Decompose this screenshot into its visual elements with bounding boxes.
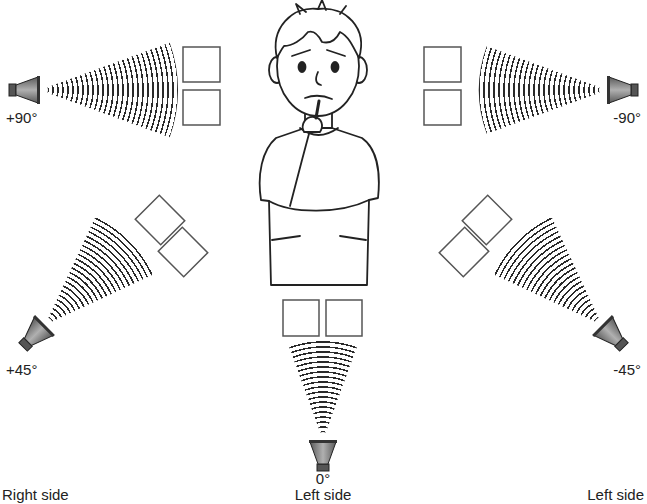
sound-waves xyxy=(479,46,600,134)
angle-label: -45° xyxy=(613,362,641,379)
angle-label: +45° xyxy=(6,362,37,379)
side-label: Left side xyxy=(587,487,644,504)
angle-label: 0° xyxy=(316,471,330,488)
side-label: Right side xyxy=(2,487,69,504)
speaker xyxy=(289,340,357,471)
side-label: Left side xyxy=(295,487,352,504)
sound-waves xyxy=(289,340,357,433)
boy-figure xyxy=(260,0,379,285)
sound-waves xyxy=(48,43,179,137)
angle-label: -90° xyxy=(613,110,641,127)
speaker xyxy=(488,211,647,376)
speaker xyxy=(0,211,159,376)
angle-label: +90° xyxy=(6,110,37,127)
